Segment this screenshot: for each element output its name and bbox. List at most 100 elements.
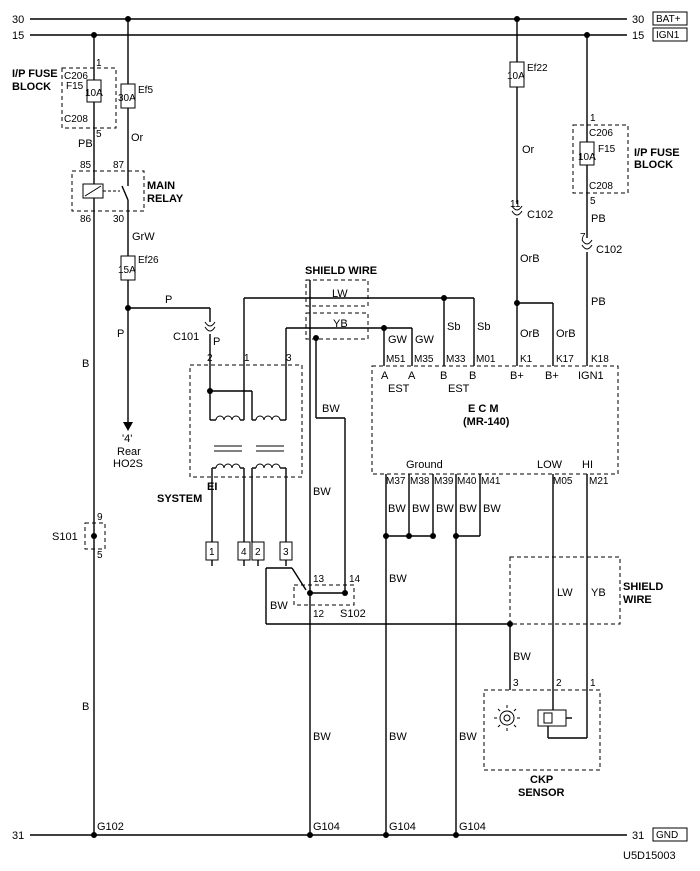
c102-pin-11: 11 (510, 199, 521, 210)
ho2s-line-1: Rear (117, 446, 141, 458)
ecm-pin-m21: M21 (589, 476, 609, 487)
shield-wire-top: SHIELD WIRE LW YB (305, 265, 377, 340)
splice-s102: 13 14 12 S102 BW (265, 567, 513, 627)
c102-pin-7: 7 (580, 232, 586, 243)
fuse-left-f15: F15 (66, 81, 84, 92)
fuse-ef22: 10A Ef22 Or 11 C102 OrB OrB OrB (507, 16, 576, 366)
ecm-est2: EST (448, 383, 470, 395)
wire-bw-ecm-a: BW (483, 503, 501, 515)
wire-yb-top: YB (333, 318, 348, 330)
gear-icon (494, 705, 520, 731)
ef22-name: Ef22 (527, 63, 548, 74)
wire-orb-3: OrB (556, 328, 576, 340)
ef22-rating: 10A (507, 71, 525, 82)
relay-title-1: MAIN (147, 180, 175, 192)
g104-label-a: G104 (313, 821, 340, 833)
ho2s-num: '4' (122, 433, 132, 445)
ecm-pin-m01: M01 (476, 354, 496, 365)
wire-bw-g2: BW (412, 503, 430, 515)
s102-pin-13: 13 (313, 574, 325, 585)
wire-lw-top: LW (332, 288, 348, 300)
spark-plug-2: 2 (251, 541, 265, 566)
magnet-coil-icon (537, 709, 567, 727)
wire-p-3: P (213, 336, 220, 348)
rail-15-right-label: 15 (632, 30, 644, 42)
ecm-a1: A (381, 370, 389, 382)
wire-lw-ckp: LW (557, 587, 573, 599)
relay-pin-87: 87 (113, 160, 125, 171)
ecm-b2: B (469, 370, 476, 382)
ecm-est1: EST (388, 383, 410, 395)
ef5-rating: 30A (118, 93, 136, 104)
ho2s-line-2: HO2S (113, 458, 143, 470)
c101-label: C101 (173, 331, 199, 343)
c102-label-a: C102 (527, 209, 553, 221)
s101-pin-9: 9 (97, 512, 103, 523)
shield-right-line-2: WIRE (623, 594, 652, 606)
relay-title-2: RELAY (147, 193, 184, 205)
ecm-ground-label: Ground (406, 459, 443, 471)
g102-label: G102 (97, 821, 124, 833)
fuse-left-rating: 10A (85, 88, 103, 99)
doc-id: U5D15003 (623, 850, 676, 862)
wire-p-1: P (165, 294, 172, 306)
rail-30: 30 30 BAT+ (12, 11, 688, 26)
s101-pin-5: 5 (97, 550, 103, 561)
fuse-left-c206: C206 (64, 71, 88, 82)
ecm-pin-m41: M41 (481, 476, 501, 487)
gnd-label: GND (656, 830, 678, 841)
ckp-pin-2: 2 (556, 678, 562, 689)
wire-gw-2: GW (415, 334, 435, 346)
wire-sb-1: Sb (447, 321, 460, 333)
ecm-ground-wires: BW BW BW BW BW BW BW BW (383, 474, 501, 835)
rail-31-left-label: 31 (12, 830, 24, 842)
ecm-pin-m05: M05 (553, 476, 573, 487)
ckp-title-2: SENSOR (518, 787, 565, 799)
wire-pb-right-2: PB (591, 296, 606, 308)
ef26-name: Ef26 (138, 255, 159, 266)
wire-pb-left: PB (78, 138, 93, 150)
relay-pin-30: 30 (113, 214, 125, 225)
ef26-rating: 15A (118, 265, 136, 276)
ecm-hi-label: HI (582, 459, 593, 471)
wire-bw-ecm-b: BW (389, 573, 407, 585)
ecm-bplus-1: B+ (510, 370, 524, 382)
plug-4-label: 4 (241, 547, 247, 558)
ecm-module: M51 M35 M33 M01 K1 K17 K18 A A EST B B E… (371, 354, 619, 487)
s102-pin-12: 12 (313, 609, 325, 620)
wire-b-lower: B (82, 701, 89, 713)
rail-31: 31 31 GND (12, 827, 688, 842)
plug-2-label: 2 (255, 547, 261, 558)
fuse-left-c208: C208 (64, 114, 88, 125)
c102-label-b: C102 (596, 244, 622, 256)
fuse-right-c206: C206 (589, 128, 613, 139)
wire-b-upper: B (82, 358, 89, 370)
rail-30-left-label: 30 (12, 14, 24, 26)
fuse-right-pin-top: 1 (590, 113, 596, 124)
ecm-pin-m39: M39 (434, 476, 454, 487)
wire-sb-2: Sb (477, 321, 490, 333)
ign1-label: IGN1 (656, 30, 680, 41)
est-wires: GW GW Sb Sb (243, 295, 490, 366)
fuse-block-left: 1 C206 F15 10A C208 5 I/P FUSE BLOCK PB (12, 32, 117, 180)
bat-plus-label: BAT+ (656, 14, 681, 25)
ckp-pin-3: 3 (513, 678, 519, 689)
ei-title-1: EI (207, 481, 217, 493)
relay-pin-86: 86 (80, 214, 92, 225)
fuse-left-title-2: BLOCK (12, 81, 51, 93)
plug-1-label: 1 (209, 547, 215, 558)
ecm-pin-m40: M40 (457, 476, 477, 487)
shield-top-label: SHIELD WIRE (305, 265, 377, 277)
wire-or-left: Or (131, 132, 144, 144)
wire-orb-1: OrB (520, 253, 540, 265)
ecm-pin-m38: M38 (410, 476, 430, 487)
ecm-low-label: LOW (537, 459, 563, 471)
ckp-sensor: 3 2 1 CKP SENSOR (483, 678, 601, 799)
wire-bw-lower-3: BW (459, 731, 477, 743)
ecm-pin-m33: M33 (446, 354, 466, 365)
ecm-ign1: IGN1 (578, 370, 604, 382)
wire-gw-1: GW (388, 334, 408, 346)
g104-label-b: G104 (389, 821, 416, 833)
shield-right-line-1: SHIELD (623, 581, 663, 593)
